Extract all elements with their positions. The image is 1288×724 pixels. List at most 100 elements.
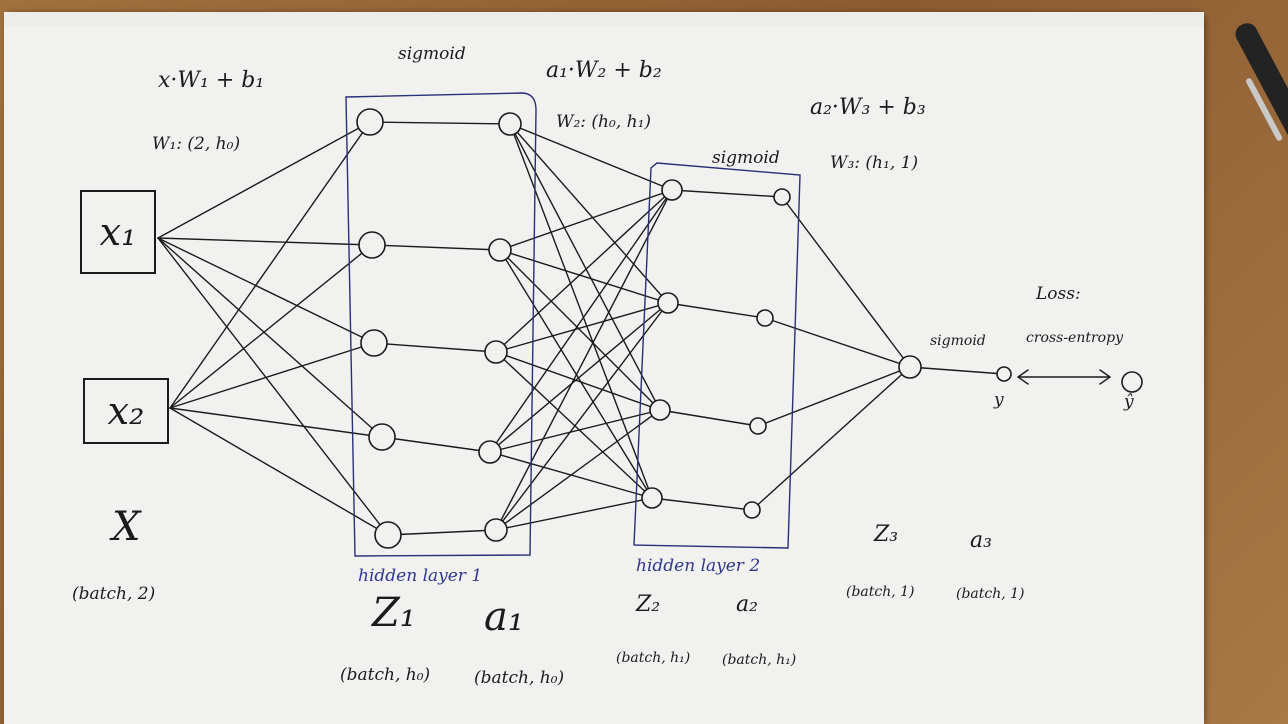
edge-hidden1-hidden2 [499,249,661,411]
edge-z1-a1 [373,342,497,353]
edge-input-hidden1 [157,237,383,438]
layer2-equation: a₁·W₂ + b₂ [546,58,662,83]
w2-shape: W₂: (h₀, h₁) [556,112,652,132]
z2-shape: (batch, h₁) [616,650,691,666]
edge-hidden1-hidden2 [495,497,653,531]
edge-z1-a1 [371,244,501,251]
edge-z2-a2 [651,497,753,511]
edge-input-hidden1 [157,237,373,246]
input-x1-box: x₁ [80,190,156,274]
edge-input-hidden1 [169,407,389,536]
edge-z1-a1 [387,529,497,536]
sigmoid-label-1: sigmoid [398,44,466,64]
hidden1-z-node [356,108,384,136]
edge-input-hidden1 [157,121,371,239]
hidden2-z-node [661,179,683,201]
edge-z2-a2 [671,189,783,198]
yhat-label: ŷ [1124,392,1134,412]
loss-arrow-right-head [1099,369,1112,385]
edge-z1-a1 [381,436,491,453]
hidden1-a-node [484,340,508,364]
y-label: y [994,390,1004,410]
edge-hidden1-hidden2 [489,302,669,453]
edge-hidden1-hidden2 [489,189,673,453]
input-x2-label: x₂ [107,389,145,433]
edge-z2-a2 [659,409,759,427]
z1-label: Z₁ [372,590,416,636]
edge-hidden1-hidden2 [489,409,661,453]
edge-hidden2-output [781,196,911,368]
edge-hidden1-hidden2 [495,351,661,411]
w1-shape: W₁: (2, h₀) [152,134,241,154]
x-shape: (batch, 2) [72,584,156,604]
edge-hidden1-hidden2 [495,351,653,499]
a1-label: a₁ [484,594,524,640]
neuron-nodes [356,108,1143,549]
a3-label: a₃ [970,528,992,553]
sigmoid-label-3: sigmoid [930,333,986,349]
edge-hidden1-hidden2 [509,123,653,499]
hidden1-z-node [360,329,388,357]
y-node [996,366,1012,382]
edge-hidden1-hidden2 [495,302,669,353]
edge-input-hidden1 [169,407,383,438]
z1-shape: (batch, h₀) [340,665,431,685]
hidden-layer-1-box [345,92,537,557]
a2-shape: (batch, h₁) [722,652,797,668]
hidden2-a-node [773,188,791,206]
edge-hidden1-hidden2 [495,189,673,531]
x-matrix-label: X [112,504,141,550]
hidden-layer-1-label: hidden layer 1 [358,566,483,586]
hidden-layer-2-box [633,162,801,549]
w3-shape: W₃: (h₁, 1) [830,153,919,173]
z3-shape: (batch, 1) [846,584,915,600]
edge-input-hidden1 [157,237,375,344]
hidden2-a-node [743,501,761,519]
hidden2-z-node [649,399,671,421]
edge-hidden2-output [764,317,911,368]
edge-output-y [909,366,1005,375]
z3-label: Z₃ [874,522,899,547]
hidden1-z-node [368,423,396,451]
edge-input-hidden1 [157,237,389,536]
edge-input-hidden1 [169,342,375,409]
edge-hidden1-hidden2 [495,189,673,353]
hidden1-z-node [374,521,402,549]
hidden-layer-2-label: hidden layer 2 [636,556,761,576]
layer1-equation: x·W₁ + b₁ [158,68,265,93]
a1-shape: (batch, h₀) [474,668,565,688]
edge-input-hidden1 [169,244,373,409]
edge-input-hidden1 [169,121,371,409]
connection-lines [157,121,1005,536]
loss-type: cross-entropy [1026,330,1123,346]
loss-arrow-left-head [1016,369,1029,385]
z2-label: Z₂ [636,592,661,617]
input-x2-box: x₂ [83,378,169,444]
edge-z2-a2 [667,302,766,319]
edge-hidden1-hidden2 [499,189,673,251]
edge-z1-a1 [369,121,511,125]
hidden2-z-node [657,292,679,314]
hidden2-a-node [749,417,767,435]
a2-label: a₂ [736,592,758,617]
layer3-equation: a₂·W₃ + b₃ [810,95,926,120]
hidden1-z-node [358,231,386,259]
hidden1-a-node [478,440,502,464]
hidden1-a-node [484,518,508,542]
output-node [898,355,922,379]
previous-page-edge [4,12,1204,26]
edge-hidden1-hidden2 [495,409,661,531]
edge-hidden1-hidden2 [495,302,669,531]
loss-title: Loss: [1036,284,1081,304]
edge-hidden1-hidden2 [499,249,669,304]
edge-hidden1-hidden2 [509,123,669,304]
a3-shape: (batch, 1) [956,586,1025,602]
sigmoid-label-2: sigmoid [712,148,780,168]
input-x1-label: x₁ [99,210,137,254]
yhat-node [1121,371,1143,393]
edge-hidden1-hidden2 [509,123,673,191]
edge-hidden2-output [757,366,911,427]
hidden1-a-node [488,238,512,262]
edge-hidden2-output [751,366,911,511]
